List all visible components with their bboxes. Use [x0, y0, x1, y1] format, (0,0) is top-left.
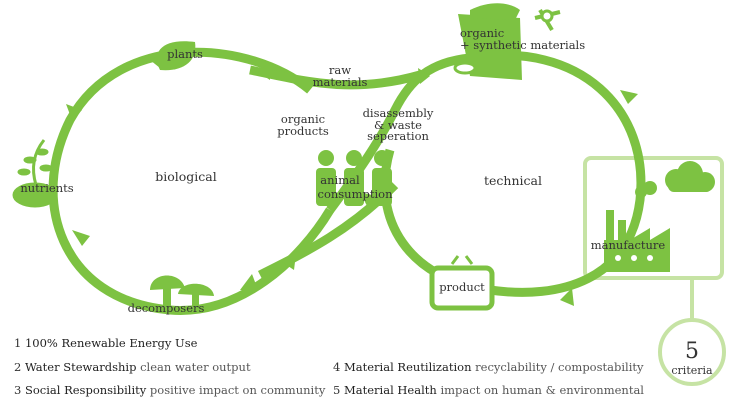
legend-title: Social Responsibility [24, 383, 147, 397]
arrow-icon [66, 104, 82, 120]
factory-icon [604, 210, 670, 272]
label-disassembly-2: & waste [374, 118, 422, 132]
nutrient-sprout-icon [12, 139, 58, 208]
label-animal-2: consumption [318, 187, 394, 201]
arrow-icon [258, 62, 270, 80]
criteria-label: criteria [671, 364, 713, 377]
label-organic-products-1: organic [281, 112, 325, 126]
label-biological: biological [155, 169, 217, 184]
arrow-icon [240, 274, 258, 290]
label-organic-synthetic-2: + synthetic materials [460, 38, 585, 52]
label-product: product [439, 280, 485, 294]
label-technical: technical [484, 173, 542, 188]
legend-desc: positive impact on community [149, 383, 326, 397]
legend-item-3: 3 Social Responsibility positive impact … [14, 383, 325, 397]
label-decomposers: decomposers [128, 301, 205, 315]
label-plants: plants [167, 47, 203, 61]
label-nutrients: nutrients [20, 181, 73, 195]
legend-item-1: 1 100% Renewable Energy Use [14, 336, 197, 350]
cloud-icon [635, 161, 715, 198]
label-disassembly-3: seperation [367, 129, 429, 143]
legend-desc: clean water output [140, 360, 251, 374]
label-manufacture: manufacture [591, 238, 666, 252]
people-icon [316, 150, 392, 206]
mushroom-icon [150, 275, 214, 310]
legend-desc: recyclability / compostability [475, 360, 644, 374]
technical-loop [380, 50, 646, 297]
bin-icon [453, 3, 561, 80]
legend-item-4: 4 Material Reutilization recyclability /… [333, 360, 644, 374]
legend-num: 1 [14, 336, 22, 350]
legend-num: 3 [14, 383, 22, 397]
arrow-icon [418, 68, 430, 84]
label-animal-1: animal [320, 173, 360, 187]
label-organic-products-2: products [277, 124, 329, 138]
arrow-icon [560, 288, 574, 306]
legend-title: Material Reutilization [343, 360, 472, 374]
legend-num: 2 [14, 360, 22, 374]
label-organic-synthetic-1: organic [460, 26, 504, 40]
arrow-icon [282, 254, 296, 270]
label-raw-materials-1: raw [329, 63, 351, 77]
criteria-badge [658, 318, 726, 386]
tv-icon [429, 255, 495, 311]
criteria-number: 5 [685, 339, 699, 364]
legend-num: 4 [333, 360, 341, 374]
legend-item-5: 5 Material Health impact on human & envi… [333, 383, 644, 397]
legend-desc: impact on human & environmental [440, 383, 644, 397]
label-raw-materials-2: materials [313, 75, 368, 89]
arrow-icon [72, 230, 90, 246]
legend-title: 100% Renewable Energy Use [24, 336, 198, 350]
plant-icon [156, 41, 196, 71]
legend-title: Water Stewardship [24, 360, 137, 374]
legend-title: Material Health [343, 383, 437, 397]
legend-item-2: 2 Water Stewardship clean water output [14, 360, 251, 374]
legend-num: 5 [333, 383, 341, 397]
label-disassembly-1: disassembly [363, 106, 434, 120]
criteria-box [583, 156, 724, 280]
arrow-icon [620, 90, 638, 104]
